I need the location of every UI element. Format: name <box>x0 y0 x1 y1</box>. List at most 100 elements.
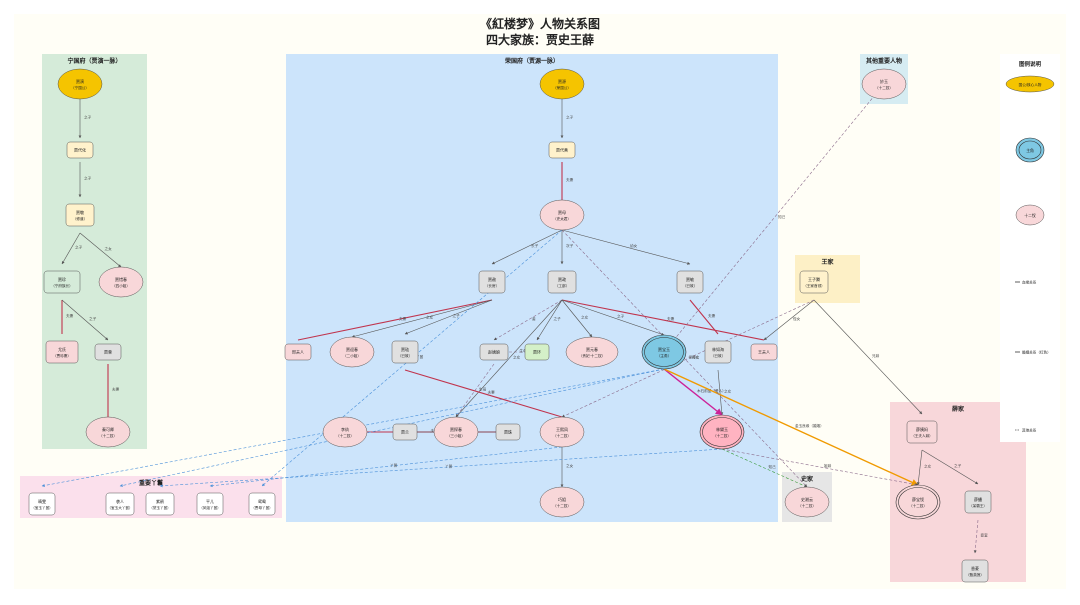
node-jiazhu[interactable]: 贾珠 <box>495 423 521 441</box>
node-sublabel-miaoyu: （十二钗） <box>875 85 893 90</box>
edge-label-jiadaishan-jiamu: 夫妻 <box>566 177 574 182</box>
node-label-tanchun: 贾探春 <box>450 426 462 432</box>
node-tanchun[interactable]: 贾探春（三小姐） <box>433 416 479 448</box>
edge-label-jiayan-jiadaihua: 之子 <box>84 115 92 120</box>
edge-wangzitong-wangfuren <box>763 299 815 341</box>
node-label-xichun: 贾惜春 <box>115 276 127 282</box>
edge-wangzitong-xueyima <box>813 299 923 415</box>
node-jiadaishan[interactable]: 贾代善 <box>548 141 576 159</box>
node-label-jialan: 贾兰 <box>401 429 409 435</box>
cluster-label-rong: 荣国府（贾源一脉） <box>504 57 559 65</box>
node-sublabel-jiazhen: （宁府族长） <box>51 283 73 288</box>
node-sublabel-xuepan: （呆霸王） <box>969 503 987 508</box>
edge-label-wangxifeng-pinger: 丫鬟 <box>390 463 398 468</box>
edge-label-jiashe-xingfuren: 夫妻 <box>399 316 407 321</box>
node-yuanyang[interactable]: 鸳鸯（贾母丫鬟） <box>248 492 276 516</box>
node-label-xiangling: 香菱 <box>971 565 979 571</box>
node-jiahuan[interactable]: 贾环 <box>524 343 550 361</box>
cluster-label-xue: 薛家 <box>952 405 964 413</box>
node-xingfuren[interactable]: 邢夫人 <box>284 343 312 361</box>
edge-label-jiarong-qinkeqing: 夫妻 <box>112 387 120 392</box>
edge-label-jiazheng-yuanchun: 之女 <box>581 315 589 320</box>
cluster-label-other: 其他重要人物 <box>866 57 902 65</box>
node-xichun[interactable]: 贾惜春（四小姐） <box>98 266 144 298</box>
node-jiayuan[interactable]: 贾源（荣国公） <box>539 68 585 100</box>
node-sublabel-qingwen: （宝玉丫鬟） <box>31 505 53 510</box>
node-jiadaihua[interactable]: 贾代化 <box>66 141 94 159</box>
node-label-pinger: 平儿 <box>206 498 214 504</box>
edge-jiashe-xingfuren <box>297 299 493 341</box>
node-sublabel-baoyu: （主角） <box>657 353 671 358</box>
node-qinkeqing[interactable]: 秦可卿（十二钗） <box>85 416 131 448</box>
node-zhaoyiniang[interactable]: 赵姨娘 <box>479 343 509 361</box>
node-xueyima[interactable]: 薛姨妈（王夫人妹） <box>906 420 938 444</box>
node-yuanchun[interactable]: 贾元春（贵妃·十二钗） <box>565 336 619 368</box>
node-xiren[interactable]: 袭人（宝玉大丫鬟） <box>105 492 135 516</box>
node-pinger[interactable]: 平儿（凤姐丫鬟） <box>196 492 224 516</box>
node-miaoyu[interactable]: 妙玉（十二钗） <box>861 68 907 100</box>
node-label-xiren: 袭人 <box>116 498 124 504</box>
node-qingwen[interactable]: 晴雯（宝玉丫鬟） <box>28 492 56 516</box>
node-jialian[interactable]: 贾琏（已故） <box>391 340 419 364</box>
node-jiamin[interactable]: 贾敏（已故） <box>676 270 704 294</box>
node-jiayan[interactable]: 贾演（宁国公） <box>57 68 103 100</box>
node-qiaojie[interactable]: 巧姐（十二钗） <box>539 486 585 518</box>
node-wangxifeng[interactable]: 王熙凤（十二钗） <box>539 416 585 448</box>
node-daiyu[interactable]: 林黛玉（十二钗） <box>699 414 745 450</box>
node-jiazheng[interactable]: 贾政（工部） <box>547 270 577 294</box>
node-label-jialian: 贾琏 <box>401 346 409 352</box>
node-jiarong[interactable]: 贾蓉 <box>94 343 122 361</box>
node-sublabel-jiayan: （宁国公） <box>71 85 89 90</box>
edge-label-jiamin-lindaihua: 夫妻 <box>708 313 716 318</box>
node-sublabel-yingchun: （二小姐） <box>343 353 361 358</box>
edge-label-jialian-wangxifeng: 夫妻 <box>488 390 496 395</box>
cluster-label-maids: 重要丫鬟 <box>139 479 163 487</box>
node-jiazhen[interactable]: 贾珍（宁府族长） <box>43 270 81 294</box>
edge-jialian-wangxifeng <box>404 369 563 418</box>
node-label-youshi: 尤氏 <box>58 346 66 352</box>
node-label-yuanchun: 贾元春 <box>586 346 598 352</box>
node-label-jiazhen: 贾珍 <box>58 276 66 282</box>
node-baochai[interactable]: 薛宝钗（十二钗） <box>895 484 941 520</box>
edge-wangzitong-wangxifeng <box>561 299 815 418</box>
node-sublabel-xichun: （四小姐） <box>112 283 130 288</box>
node-lindaihua[interactable]: 林如海（已故） <box>704 340 732 364</box>
edge-jiazheng-tanchun <box>455 299 563 418</box>
node-yingchun[interactable]: 贾迎春（二小姐） <box>329 336 375 368</box>
node-jiashe[interactable]: 贾赦（长房） <box>478 270 506 294</box>
node-xuepan[interactable]: 薛蟠（呆霸王） <box>964 490 992 514</box>
node-label-wangzitong: 王子腾 <box>808 276 820 282</box>
node-label-jiajing: 贾敬 <box>76 209 84 215</box>
node-zijuan[interactable]: 紫鹃（黛玉丫鬟） <box>145 492 175 516</box>
node-xiangyun[interactable]: 史湘云（十二钗） <box>784 486 830 518</box>
edge-label-xueyima-xuepan: 之子 <box>954 463 962 468</box>
node-label-miaoyu: 妙玉 <box>880 78 888 84</box>
edge-label-baoyu-miaoyu: 知己 <box>778 214 786 219</box>
node-xiangling[interactable]: 香菱（甄英莲） <box>961 559 989 583</box>
node-wangfuren[interactable]: 王夫人 <box>750 343 778 361</box>
node-wangzitong[interactable]: 王子腾（王家首领） <box>799 270 829 294</box>
edge-label-jiazheng-baoyu: 之子 <box>617 314 625 319</box>
node-youshi[interactable]: 尤氏（贾珍妻） <box>45 340 79 364</box>
node-liwan[interactable]: 李纨（十二钗） <box>322 416 368 448</box>
edge-label-jiayuan-jiadaishan: 之子 <box>566 115 574 120</box>
node-sublabel-youshi: （贾珍妻） <box>53 353 71 358</box>
edge-jiamin-lindaihua <box>689 299 719 335</box>
node-sublabel-xiangyun: （十二钗） <box>798 503 816 508</box>
edge-label-jiamu-yuanyang: 丫鬟 <box>416 354 424 359</box>
edge-jiazheng-yuanchun <box>561 299 593 338</box>
node-label-jiarong: 贾蓉 <box>104 349 112 355</box>
legend-protagonist-swatch <box>1015 137 1045 163</box>
legend-founder-swatch <box>1005 75 1055 93</box>
edge-jiazheng-baoyu <box>561 299 665 336</box>
legend-founder-label: 国公/核心人物 <box>1019 82 1042 87</box>
node-baoyu[interactable]: 贾宝玉（主角） <box>641 334 687 370</box>
node-sublabel-yuanchun: （贵妃·十二钗） <box>579 353 605 358</box>
edge-label-jiashe-yingchun: 之女 <box>426 315 434 320</box>
node-label-xueyima: 薛姨妈 <box>916 426 928 432</box>
node-jiamu[interactable]: 贾母（史太君） <box>539 199 585 231</box>
node-jiajing[interactable]: 贾敬（修道） <box>65 203 95 227</box>
edge-label-jiamu-jiashe: 长子 <box>531 243 539 248</box>
node-jialan[interactable]: 贾兰 <box>392 423 418 441</box>
node-sublabel-wangzitong: （王家首领） <box>803 283 825 288</box>
